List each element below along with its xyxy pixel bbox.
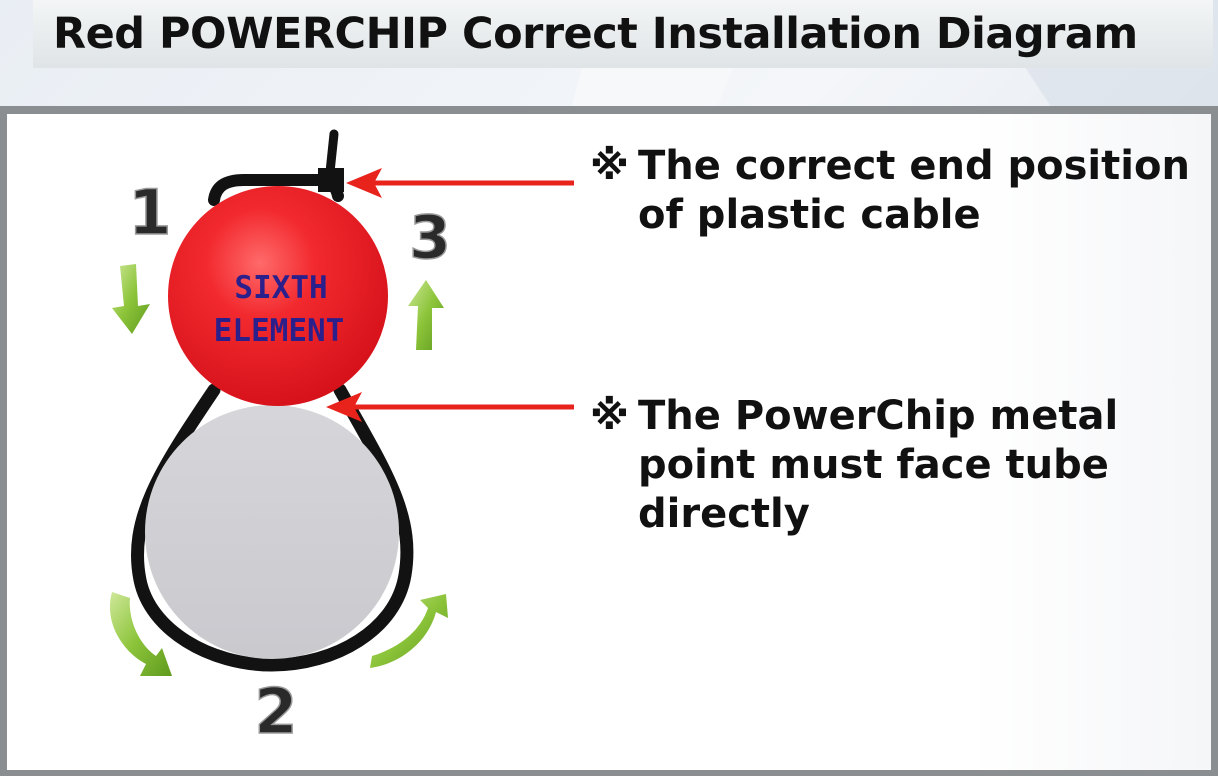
pointer-arrow-metal-point bbox=[326, 392, 574, 422]
note-metal-point: ※ The PowerChip metal point must face tu… bbox=[590, 392, 1210, 542]
note-mark: ※ bbox=[590, 393, 629, 439]
direction-arrow-curve-right-icon bbox=[370, 594, 448, 668]
powerchip bbox=[168, 186, 388, 406]
note-line: directly bbox=[638, 491, 810, 537]
step-number-1: 1 bbox=[128, 176, 171, 249]
direction-arrow-curve-left-icon bbox=[109, 592, 172, 676]
page-title: Red POWERCHIP Correct Installation Diagr… bbox=[53, 9, 1138, 59]
note-cable-end-position: ※ The correct end position of plastic ca… bbox=[590, 142, 1210, 242]
note-mark: ※ bbox=[590, 143, 629, 189]
cable-tie-tail bbox=[325, 129, 339, 177]
chip-label-line1: SIXTH bbox=[234, 270, 327, 306]
direction-arrow-up-icon bbox=[408, 280, 444, 350]
cable-tie-loop bbox=[130, 383, 414, 672]
note-line: of plastic cable bbox=[638, 192, 981, 238]
note-line: The correct end position bbox=[638, 143, 1190, 189]
direction-arrow-down-icon bbox=[112, 264, 150, 334]
step-number-3: 3 bbox=[409, 203, 451, 273]
note-line: The PowerChip metal bbox=[638, 393, 1119, 439]
pointer-arrow-cable-end bbox=[346, 168, 574, 198]
title-banner: Red POWERCHIP Correct Installation Diagr… bbox=[33, 0, 1213, 68]
note-line: point must face tube bbox=[638, 442, 1109, 488]
chip-label-line2: ELEMENT bbox=[214, 313, 345, 349]
step-number-2: 2 bbox=[254, 675, 297, 748]
tube bbox=[145, 405, 399, 659]
